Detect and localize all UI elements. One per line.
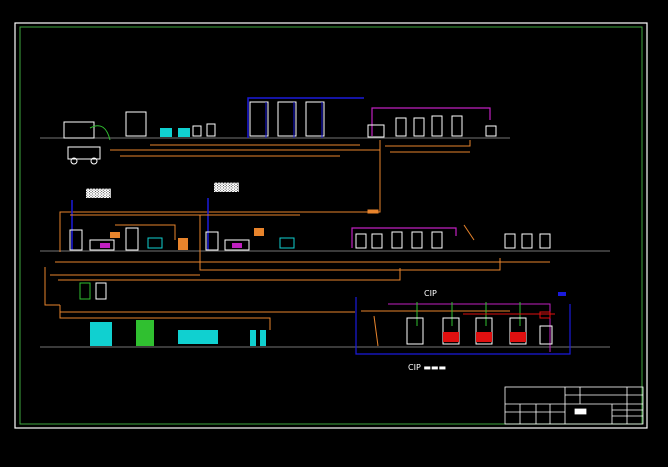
row1-pipes <box>59 140 471 225</box>
cip-caption-text: CIP <box>408 363 421 372</box>
inner-frame <box>19 26 643 425</box>
row3-equipment <box>59 282 355 346</box>
spec-block-left: ▓▓▓▓ <box>86 188 111 198</box>
spec-block-right: ▓▓▓▓ <box>214 182 239 192</box>
baselines <box>40 137 610 348</box>
row1-receiving <box>63 111 216 165</box>
cip-station: CIP CIP ▬▬▬ <box>355 289 571 372</box>
title-block <box>504 386 644 425</box>
row2-process-right: ▓▓▓▓ <box>205 182 295 251</box>
row2-pipes <box>44 214 550 306</box>
row2-tanks-magenta <box>351 224 551 249</box>
row2-process-left: ▓▓▓▓ <box>69 188 188 251</box>
outer-frame <box>14 22 648 429</box>
row1-tanks <box>247 97 497 138</box>
cip-caption: CIP ▬▬▬ <box>408 363 446 372</box>
cip-station-label: CIP <box>424 289 437 298</box>
